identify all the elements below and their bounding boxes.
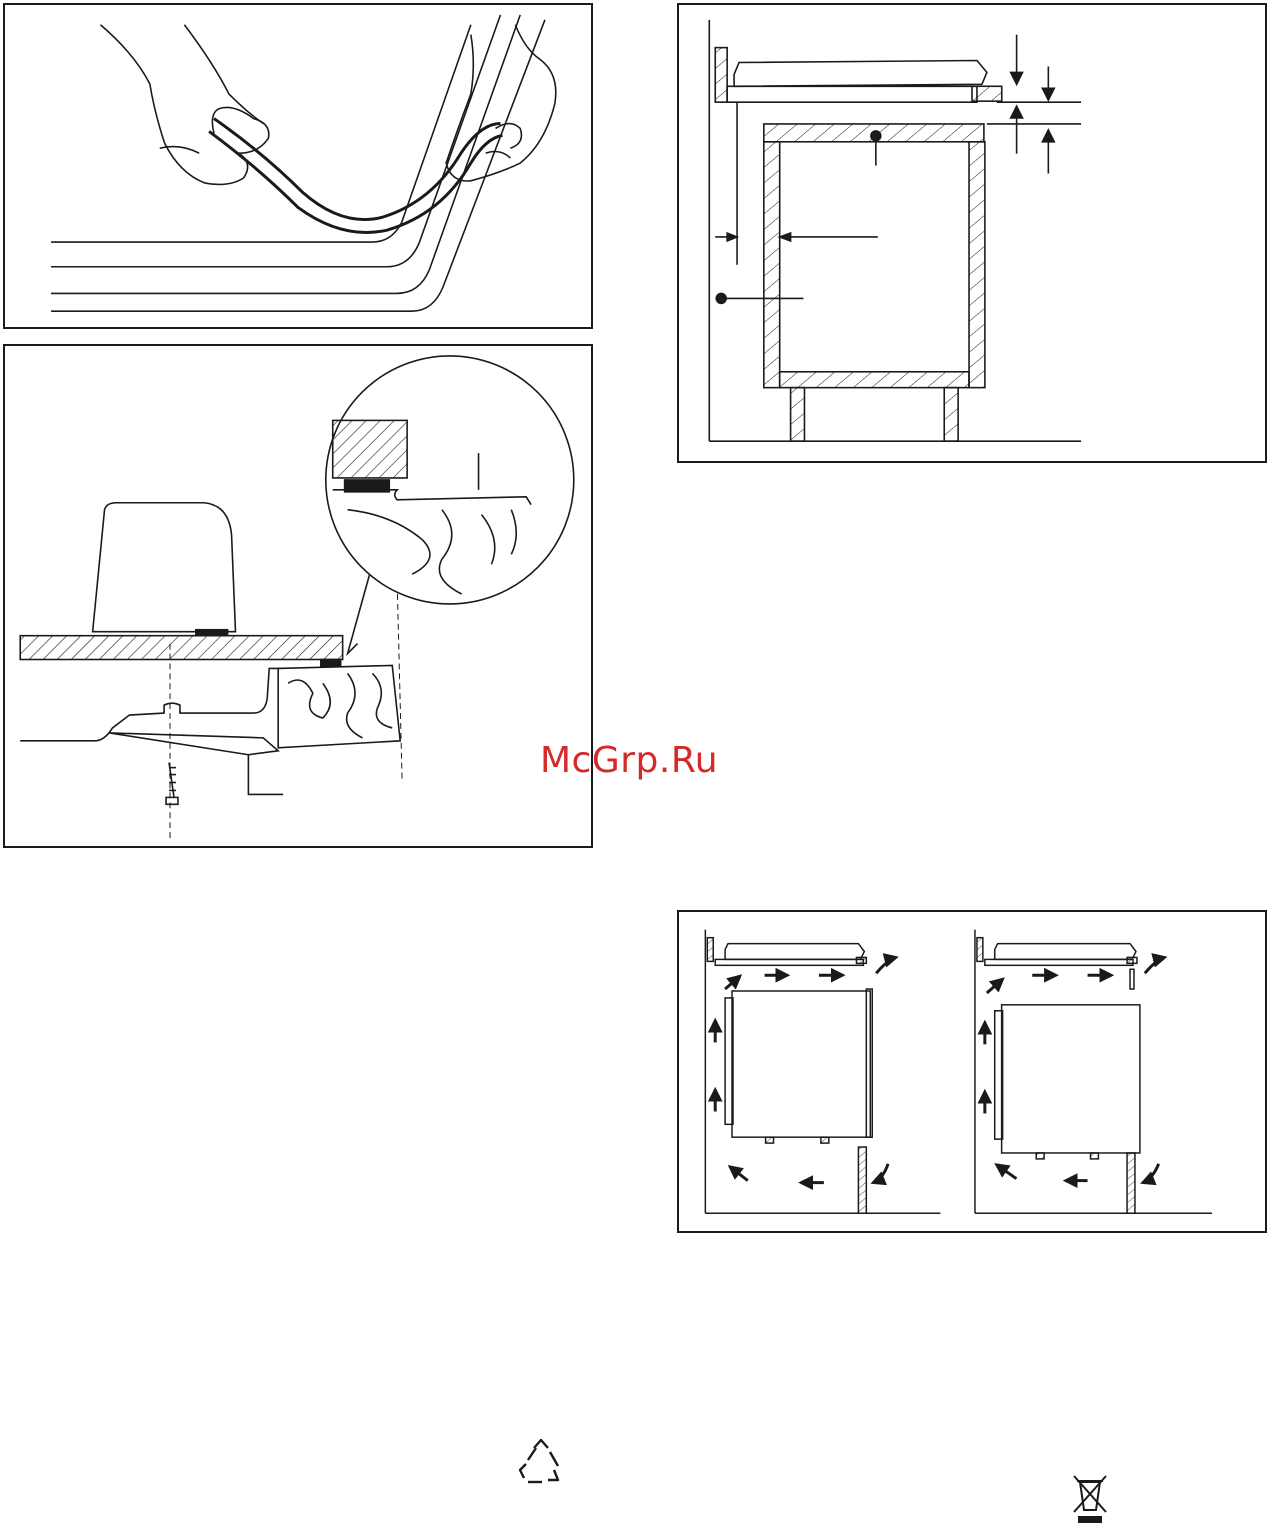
figure-gasket: [3, 3, 593, 329]
crossed-bin-icon: [1068, 1472, 1112, 1524]
watermark: McGrp.Ru: [540, 740, 718, 781]
figure-ventilation: [677, 910, 1267, 1233]
hob-fixing-bracket-illustration: [5, 346, 591, 846]
recycle-icon: [514, 1436, 568, 1488]
hands-applying-seal-strip-illustration: [5, 5, 591, 327]
figure-bracket: [3, 344, 593, 848]
figure-cabinet: [677, 3, 1267, 463]
hob-over-cabinet-illustration: [679, 5, 1265, 461]
oven-ventilation-illustration: [679, 912, 1265, 1231]
